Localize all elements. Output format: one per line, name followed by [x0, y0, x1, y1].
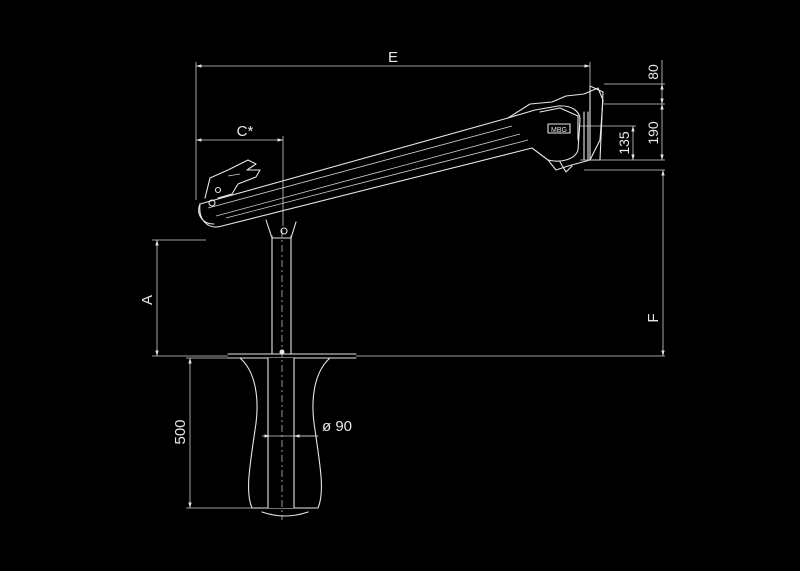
label-80: 80: [645, 64, 661, 80]
post-pillar: [265, 219, 297, 355]
label-diameter: ø 90: [322, 418, 352, 435]
dimension-500: 500: [172, 357, 252, 509]
dimension-a: A: [139, 239, 206, 356]
label-f: F: [645, 313, 662, 322]
label-190: 190: [645, 121, 661, 145]
boom-arm: MBG: [198, 85, 604, 228]
dimension-diameter: ø 90: [262, 418, 352, 438]
boom-logo: MBG: [551, 127, 567, 134]
ground-line: [152, 353, 665, 359]
label-135: 135: [616, 131, 632, 155]
label-a: A: [139, 295, 156, 305]
dimension-right-stack: 80 190 135: [580, 60, 665, 161]
dimension-c: C*: [196, 123, 284, 226]
dimension-e: E: [195, 49, 591, 200]
label-e: E: [388, 49, 398, 66]
dimension-f: F: [584, 169, 665, 356]
concrete-foundation: [239, 230, 331, 520]
label-500: 500: [172, 419, 189, 444]
label-c: C*: [237, 123, 254, 140]
